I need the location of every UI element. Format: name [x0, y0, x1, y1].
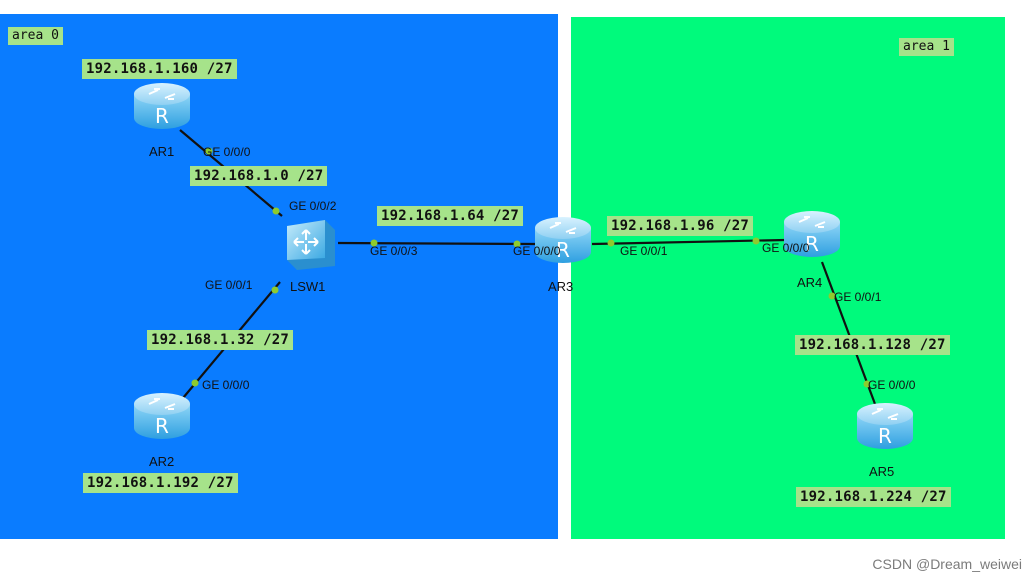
device-label-ar3: AR3 — [548, 279, 574, 294]
port-dot-ar3-ge001 — [607, 239, 615, 247]
port-dot-lsw1-ge001 — [271, 286, 279, 294]
subnet-label-ar1-lan: 192.168.1.160 /27 — [82, 59, 237, 79]
port-label-ar3-ge000: GE 0/0/0 — [513, 244, 561, 258]
router-icon-ar5[interactable]: R — [855, 400, 915, 452]
svg-text:R: R — [556, 238, 570, 262]
link-ar4-ar5 — [820, 261, 877, 405]
port-label-ar4-ge000: GE 0/0/0 — [762, 241, 810, 255]
svg-text:R: R — [155, 414, 169, 438]
port-dot-ar2-ge000 — [191, 379, 199, 387]
subnet-label-ar2-lan: 192.168.1.192 /27 — [83, 473, 238, 493]
router-icon-ar3[interactable]: R — [533, 214, 593, 266]
subnet-label-ar5-lan: 192.168.1.224 /27 — [796, 487, 951, 507]
svg-text:R: R — [155, 104, 169, 128]
subnet-label-lsw1-ar3: 192.168.1.64 /27 — [377, 206, 524, 226]
port-label-ar1-ge000: GE 0/0/0 — [203, 145, 251, 159]
port-label-ar3-ge001: GE 0/0/1 — [620, 244, 668, 258]
device-label-ar5: AR5 — [869, 464, 895, 479]
router-icon-ar4[interactable]: R — [782, 208, 842, 260]
svg-text:R: R — [805, 232, 819, 256]
port-label-ar5-ge000: GE 0/0/0 — [868, 378, 916, 392]
port-label-lsw1-ge002: GE 0/0/2 — [289, 199, 337, 213]
device-label-ar4: AR4 — [797, 275, 823, 290]
router-icon-ar1[interactable]: R — [132, 80, 192, 132]
port-label-ar2-ge000: GE 0/0/0 — [202, 378, 250, 392]
router-icon-ar2[interactable]: R — [132, 390, 192, 442]
port-dot-ar4-ge000 — [752, 237, 760, 245]
port-dot-lsw1-ge002 — [272, 207, 280, 215]
device-label-lsw1: LSW1 — [290, 279, 326, 294]
link-lsw1-ar3 — [337, 241, 538, 246]
device-label-ar2: AR2 — [149, 454, 175, 469]
port-dot-ar5-ge000 — [863, 380, 871, 388]
area-1-zone — [571, 17, 1005, 539]
port-dot-lsw1-ge003 — [370, 239, 378, 247]
device-label-ar1: AR1 — [149, 144, 175, 159]
area-1-label: area 1 — [899, 38, 954, 56]
subnet-label-ar2-lsw1: 192.168.1.32 /27 — [147, 330, 294, 350]
port-dot-ar1-ge000 — [205, 147, 213, 155]
switch-icon-lsw1[interactable] — [283, 216, 339, 272]
area-0-label: area 0 — [8, 27, 63, 45]
watermark-text: CSDN @Dream_weiwei — [872, 556, 1022, 572]
port-label-lsw1-ge001: GE 0/0/1 — [205, 278, 253, 292]
port-label-ar4-ge001: GE 0/0/1 — [834, 290, 882, 304]
port-dot-ar3-ge000 — [513, 240, 521, 248]
port-label-lsw1-ge003: GE 0/0/3 — [370, 244, 418, 258]
subnet-label-ar1-lsw1: 192.168.1.0 /27 — [190, 166, 328, 186]
port-dot-ar4-ge001 — [828, 292, 836, 300]
svg-text:R: R — [878, 424, 892, 448]
subnet-label-ar3-ar4: 192.168.1.96 /27 — [607, 216, 754, 236]
subnet-label-ar4-ar5: 192.168.1.128 /27 — [795, 335, 950, 355]
area-0-zone — [0, 14, 558, 539]
